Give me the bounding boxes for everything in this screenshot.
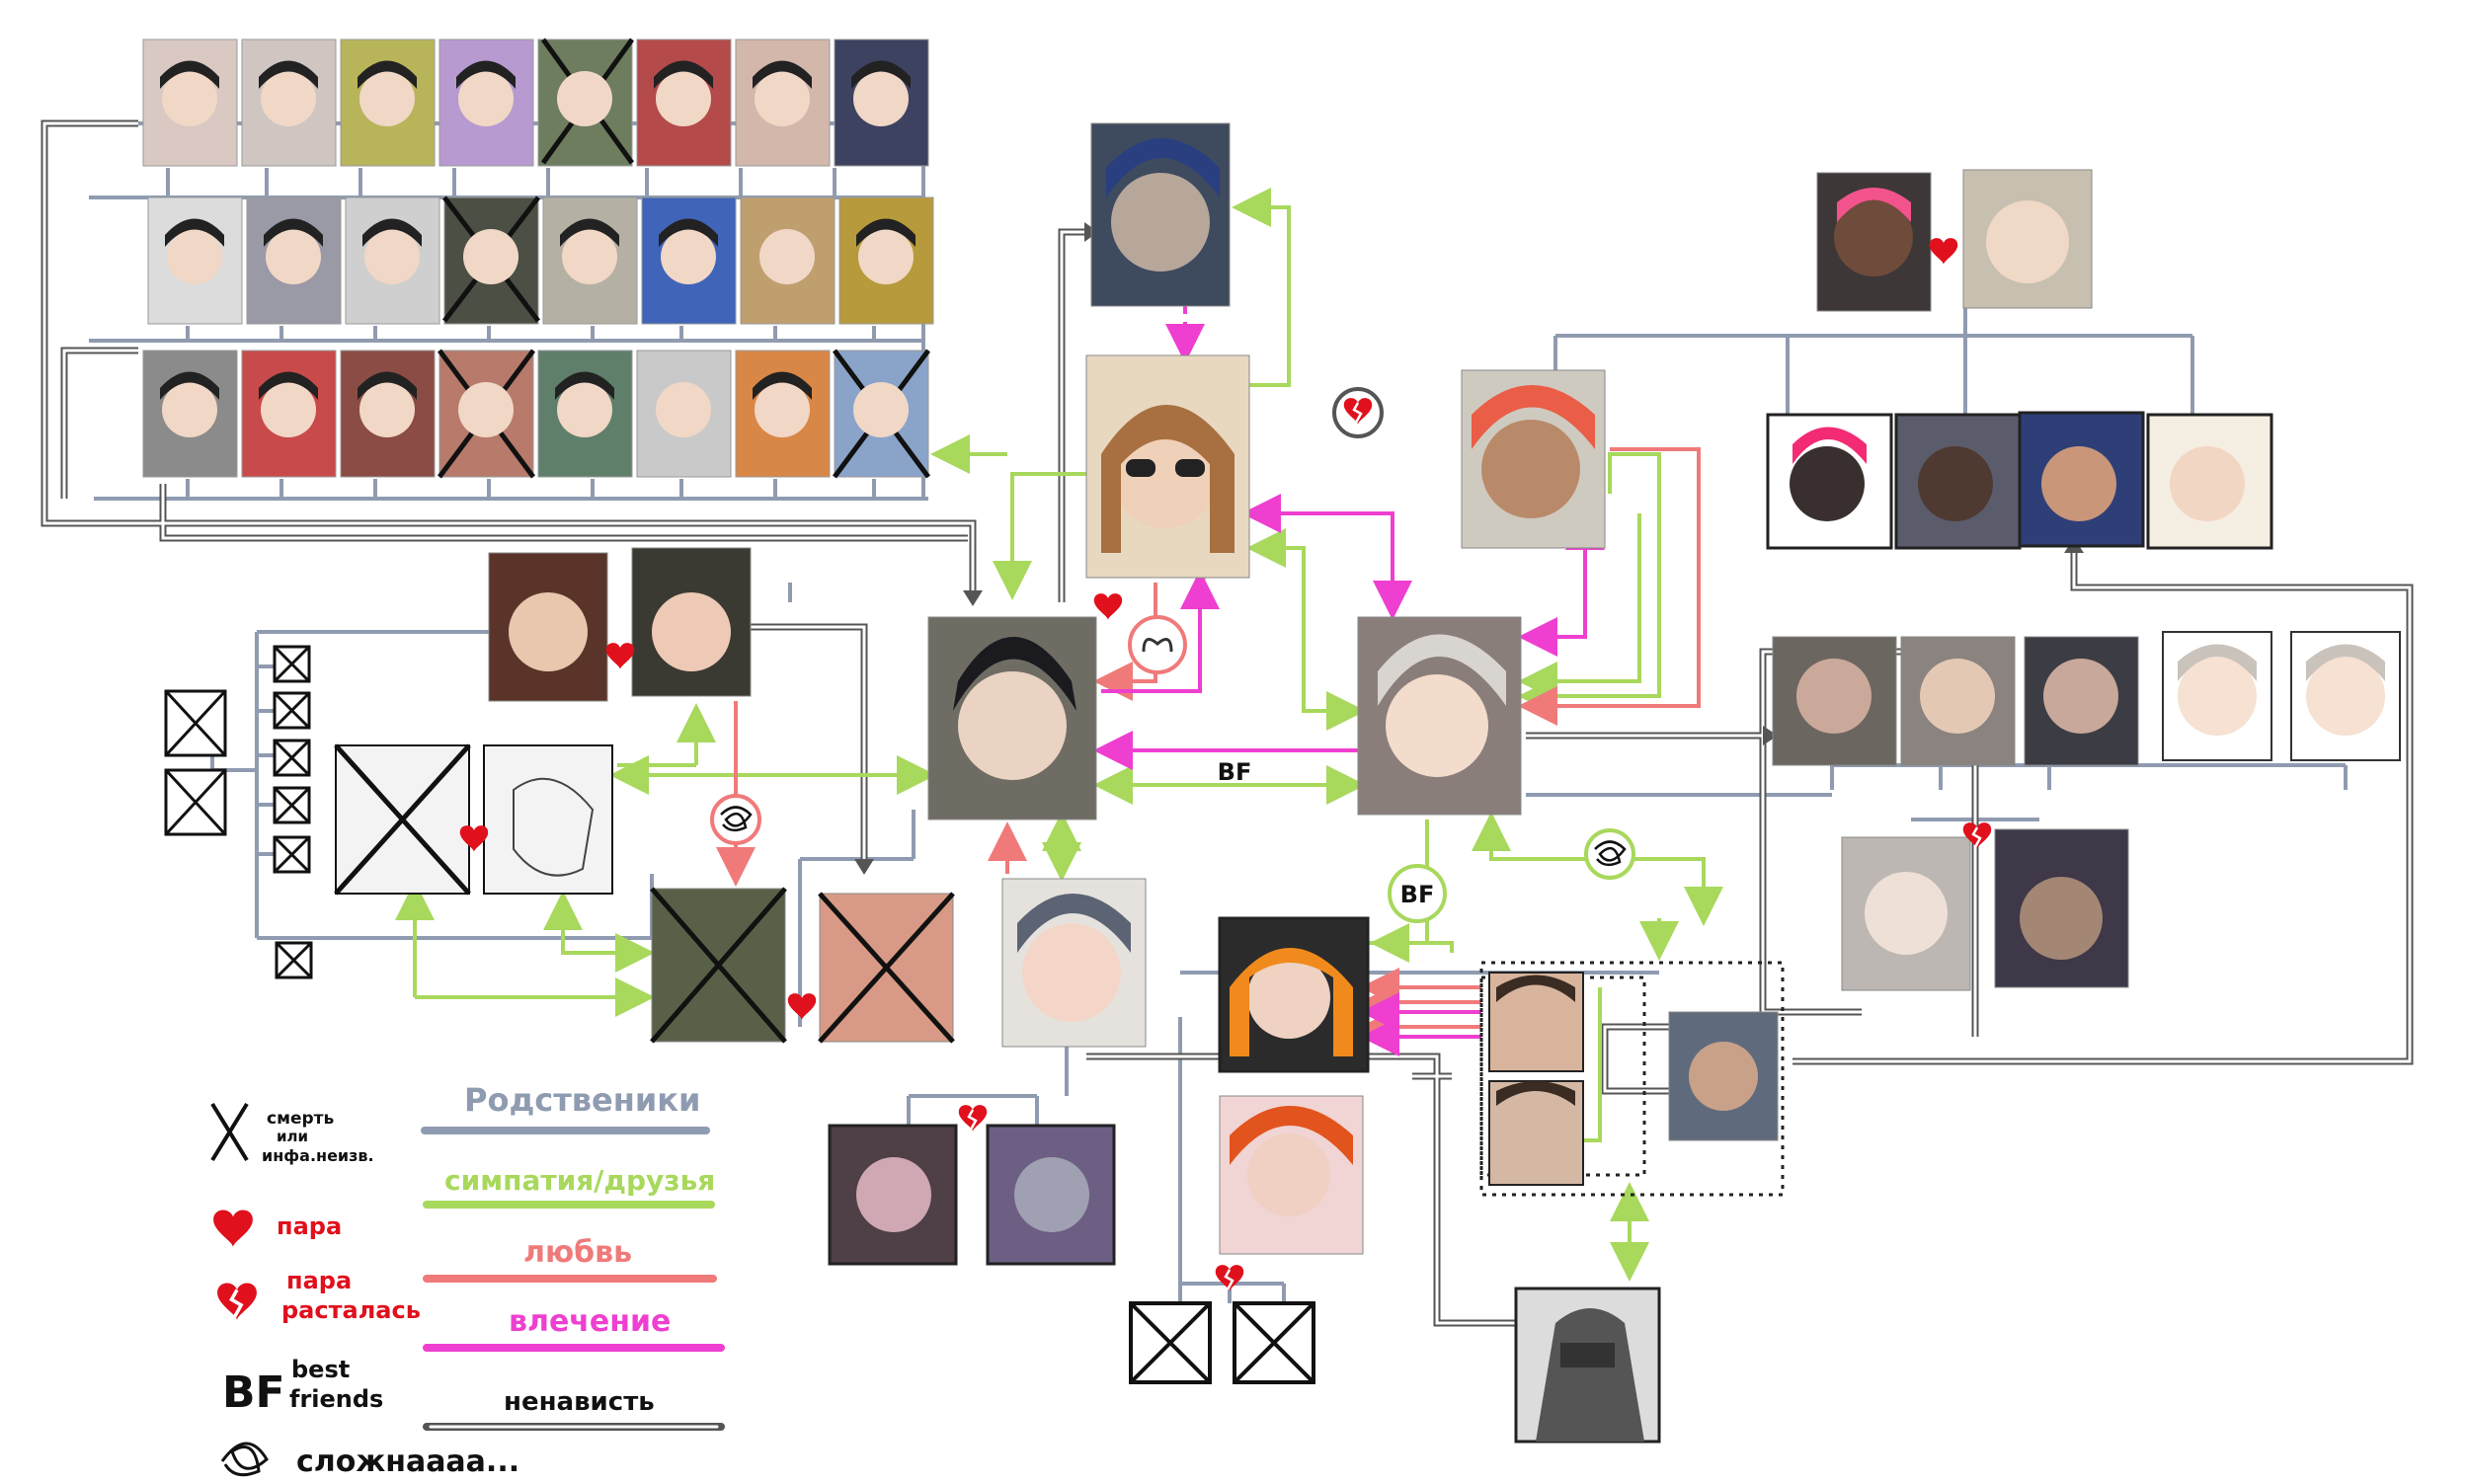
legend-broken-heart-icon xyxy=(217,1283,257,1321)
bottom-center-portraits xyxy=(828,916,1370,1384)
love-lines xyxy=(716,447,1701,1047)
legend-relatives-label: Родственики xyxy=(464,1081,700,1119)
legend-attraction-label: влечение xyxy=(509,1304,671,1339)
top-grid-faces xyxy=(162,71,914,437)
broken-heart-circle xyxy=(1332,387,1384,438)
right-middle-portraits xyxy=(1772,631,2401,991)
legend: смерть или инфа.неизв. пара пара растала… xyxy=(210,1081,725,1479)
upper-right-portraits xyxy=(1766,169,2273,550)
legend-broke-up-line2: расталась xyxy=(281,1296,421,1324)
legend-sympathy-label: симпатия/друзья xyxy=(444,1164,715,1197)
complicated-circle-right xyxy=(1584,828,1635,880)
bf-center-label: BF xyxy=(1218,758,1252,786)
legend-death-line2: или xyxy=(277,1128,308,1145)
complicated-circle-center xyxy=(710,794,761,845)
attraction-lines xyxy=(1093,306,1605,1056)
left-cluster-portraits xyxy=(334,547,955,1044)
svg-text:BF: BF xyxy=(1218,758,1252,786)
top-grid-hair xyxy=(160,60,916,400)
unknown-boxes-left xyxy=(164,645,313,979)
legend-death-icon xyxy=(210,1102,249,1162)
legend-complicated: сложнаааа... xyxy=(296,1445,519,1479)
lower-right-portraits xyxy=(1488,972,1779,1444)
center-portraits xyxy=(927,122,1606,1048)
legend-bf-line2: friends xyxy=(289,1385,383,1413)
butt-circle xyxy=(1128,615,1187,674)
legend-heart-icon xyxy=(213,1210,253,1248)
bf-circle: BF xyxy=(1388,864,1447,923)
legend-scribble-icon xyxy=(220,1442,269,1477)
legend-love-label: любвь xyxy=(523,1235,632,1270)
legend-death-line1: смерть xyxy=(267,1109,334,1129)
svg-text:BF: BF xyxy=(1400,881,1435,908)
legend-death-line3: инфа.неизв. xyxy=(262,1146,374,1165)
portrait-sketch-woman xyxy=(483,744,613,895)
legend-bf-line1: best xyxy=(291,1356,350,1383)
legend-bf-symbol: BF xyxy=(222,1367,285,1418)
legend-couple: пара xyxy=(277,1212,342,1240)
legend-broke-up-line1: пара xyxy=(286,1267,352,1294)
legend-hate-label: ненависть xyxy=(504,1387,655,1417)
